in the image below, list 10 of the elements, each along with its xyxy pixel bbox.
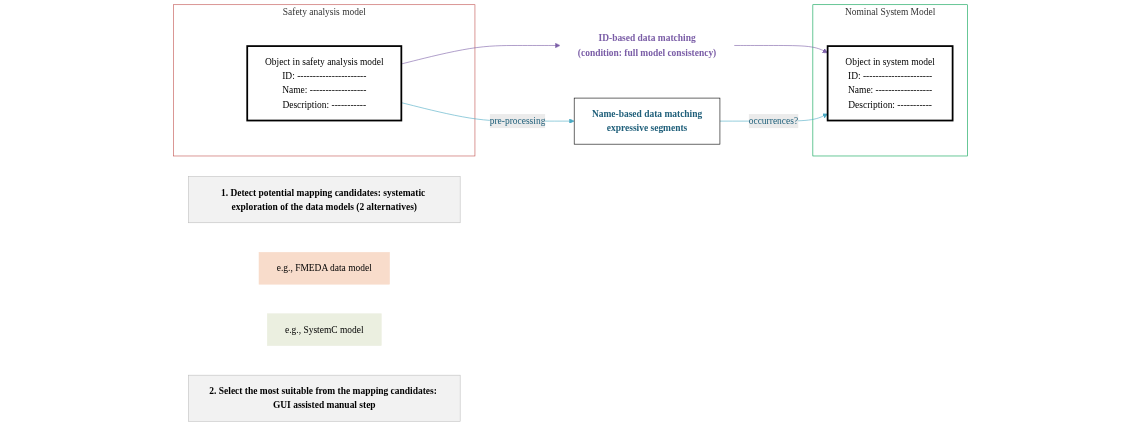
node-box: Name-based data matching expressive segments: [573, 97, 721, 145]
node-box: e.g., SystemC model: [267, 313, 382, 346]
node-box: 1. Detect potential mapping candidates: systematic exploration of the data models (2 alternatives): [188, 176, 461, 224]
edge-label: occurrences?: [748, 115, 799, 126]
node-box: e.g., FMEDA data model: [258, 252, 390, 285]
node-box: Object in system model ID: ---------------------- Name: ------------------ Description: -----------: [826, 45, 954, 122]
node-box: Object in safety analysis model ID: ---------------------- Name: ------------------ Description: -----------: [246, 45, 403, 122]
edge-label: pre-processing: [489, 115, 546, 126]
node-box: 2. Select the most suitable from the mapping candidates: GUI assisted manual step: [188, 374, 461, 422]
node-text: ID-based data matching (condition: full model consistency): [577, 33, 717, 58]
